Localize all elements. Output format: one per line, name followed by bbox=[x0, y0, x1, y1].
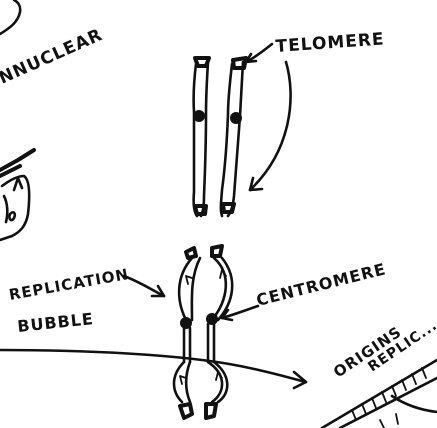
label-replication-bubble-2: BUBBLE bbox=[16, 309, 94, 336]
replication-bubble-annotation: REPLICATION BUBBLE bbox=[8, 265, 164, 336]
bubble-bottom-left-strand bbox=[174, 362, 184, 402]
label-edge-top-left: NNUCLEAR bbox=[0, 25, 106, 89]
centromere-annotation: CENTROMERE bbox=[222, 259, 388, 320]
bubble-top-left-strand bbox=[179, 258, 192, 320]
timeline-curve bbox=[0, 350, 306, 382]
chromatid-right bbox=[221, 58, 246, 216]
chromatid-left bbox=[193, 58, 209, 216]
partial-sketch-left-edge bbox=[0, 150, 34, 240]
dna-strand-bottom bbox=[340, 378, 437, 428]
label-replication-bubble-1: REPLICATION bbox=[8, 265, 131, 304]
label-telomere: TELOMERE bbox=[275, 29, 385, 57]
replicating-chromosome bbox=[174, 246, 232, 418]
arrow-to-telomere-top bbox=[246, 44, 272, 62]
label-centromere: CENTROMERE bbox=[254, 259, 388, 310]
partial-sketch-top-left: NNUCLEAR bbox=[0, 0, 106, 89]
telomere-annotation: TELOMERE bbox=[246, 29, 385, 190]
centromere-dot-left-top bbox=[193, 110, 205, 122]
centromere-dot-right-top bbox=[230, 112, 242, 124]
chromatid-pair-top bbox=[193, 58, 246, 216]
origins-annotation: ORIGINS REPLIC... bbox=[322, 317, 437, 428]
arrow-to-telomere-bottom bbox=[250, 62, 291, 190]
